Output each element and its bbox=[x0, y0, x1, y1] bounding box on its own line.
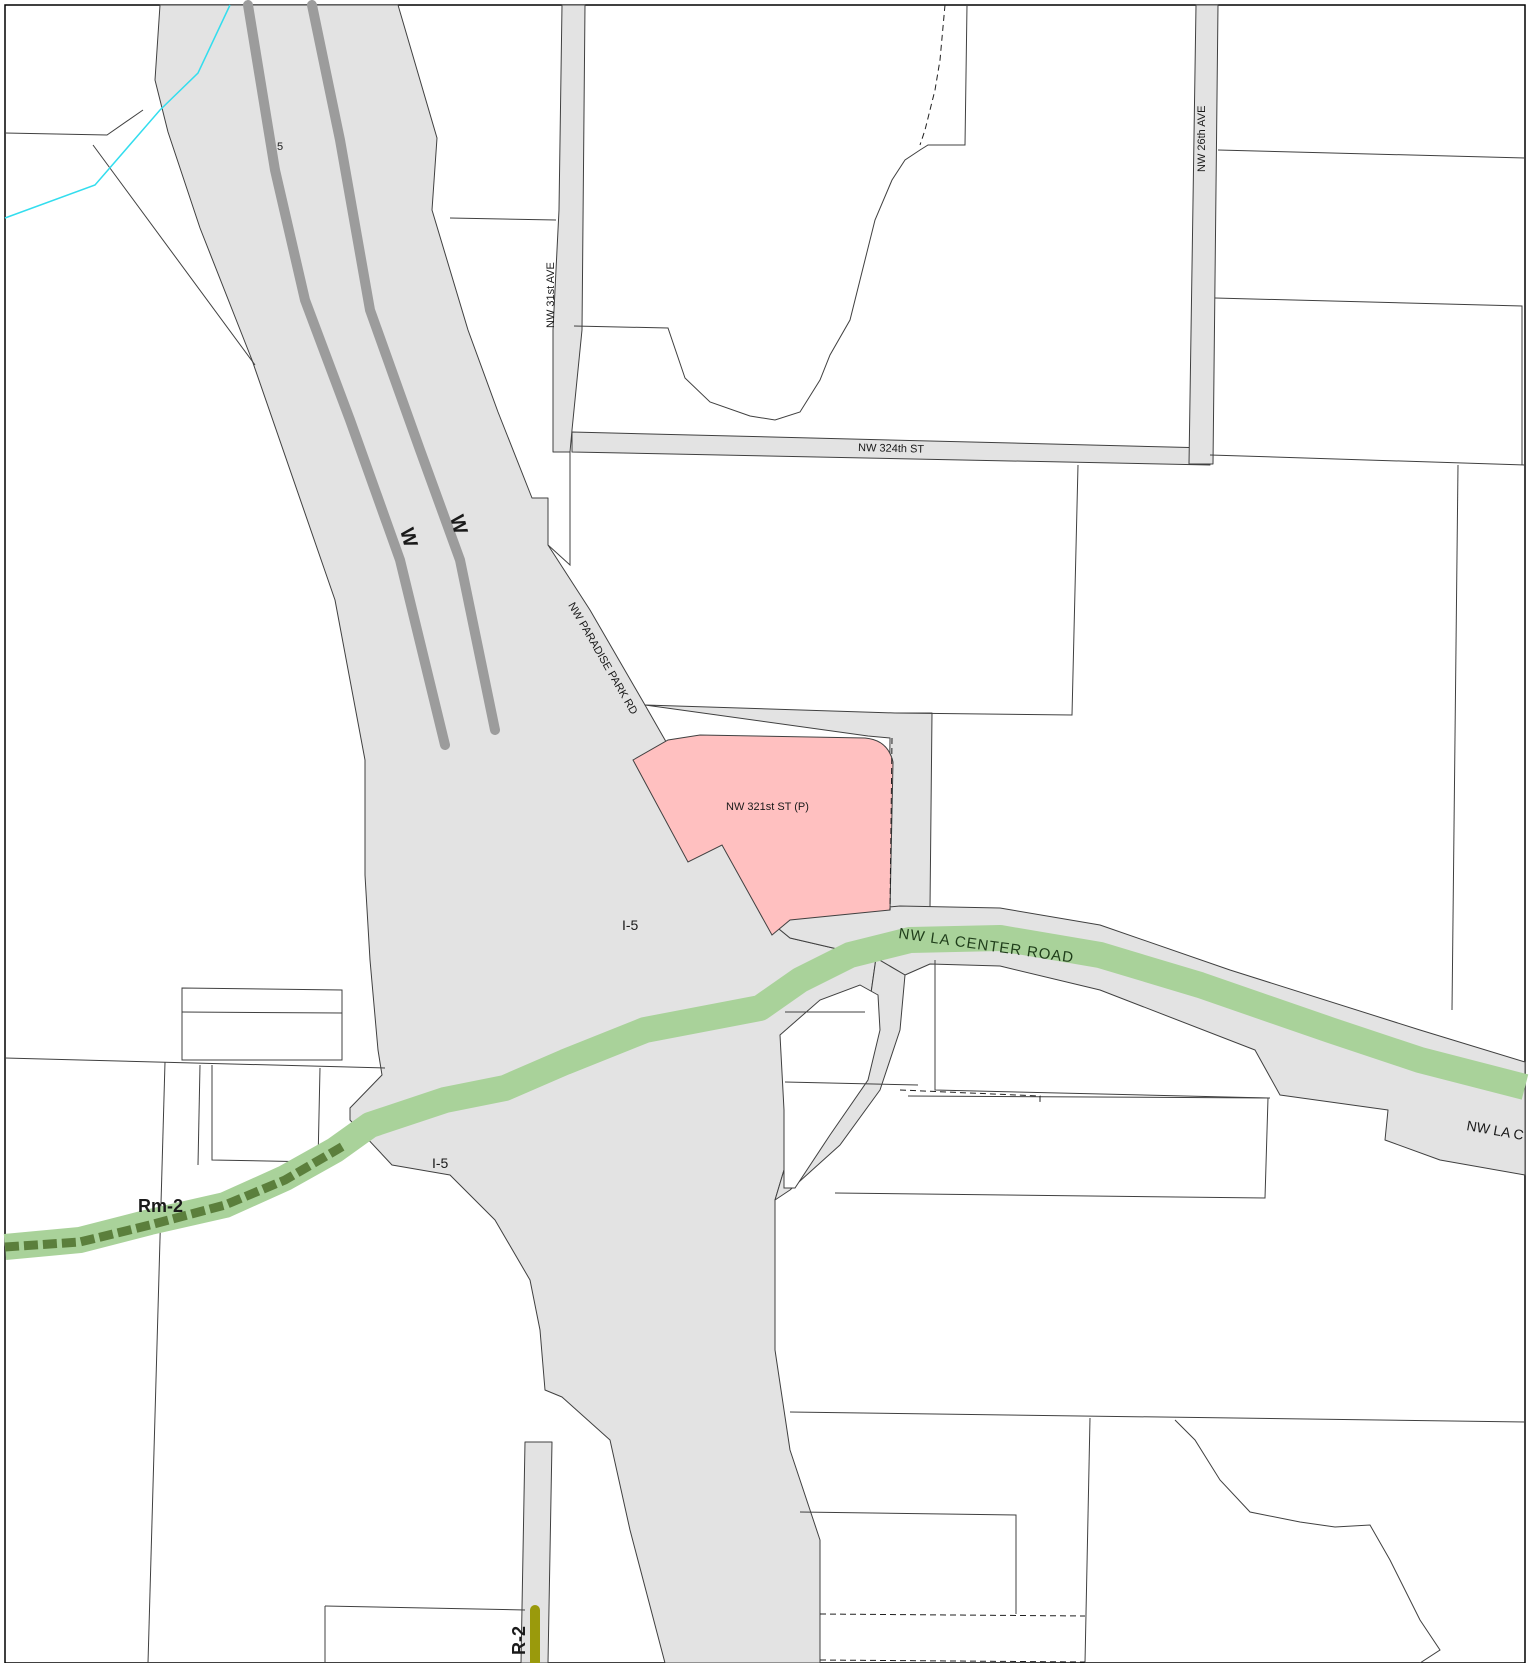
zone-label-rm2: Rm-2 bbox=[138, 1196, 183, 1216]
label-nw-31st-ave: NW 31st AVE bbox=[545, 262, 557, 328]
label-nw-26th-ave: NW 26th AVE bbox=[1196, 106, 1208, 172]
label-i5-upper: I-5 bbox=[622, 917, 639, 933]
freeway-lane-west bbox=[243, 0, 450, 750]
freeway-top-label: 5 bbox=[277, 141, 283, 153]
label-nw-324th-st: NW 324th ST bbox=[858, 442, 925, 456]
water-line bbox=[4, 4, 231, 219]
parcel-lines bbox=[4, 4, 1526, 1663]
label-i5-lower: I-5 bbox=[432, 1155, 449, 1171]
ramp-island bbox=[779, 984, 881, 1189]
rm2-zone-boundary bbox=[4, 1141, 348, 1252]
label-highlight-parcel: NW 321st ST (P) bbox=[726, 801, 809, 813]
nw-26th-ave-right-of-way bbox=[1188, 4, 1219, 465]
freeway-lane-east bbox=[307, 0, 500, 735]
south-local-road-right-of-way bbox=[520, 1441, 553, 1663]
nw-324th-st-right-of-way bbox=[571, 431, 1211, 466]
i5-right-of-way bbox=[154, 4, 877, 1663]
zone-label-r2: R-2 bbox=[509, 1626, 529, 1655]
highlight-parcel-nw-321st-st[interactable] bbox=[632, 734, 894, 936]
la-center-road-overlay bbox=[3, 925, 1529, 1260]
dashed-lines bbox=[819, 4, 1086, 1663]
